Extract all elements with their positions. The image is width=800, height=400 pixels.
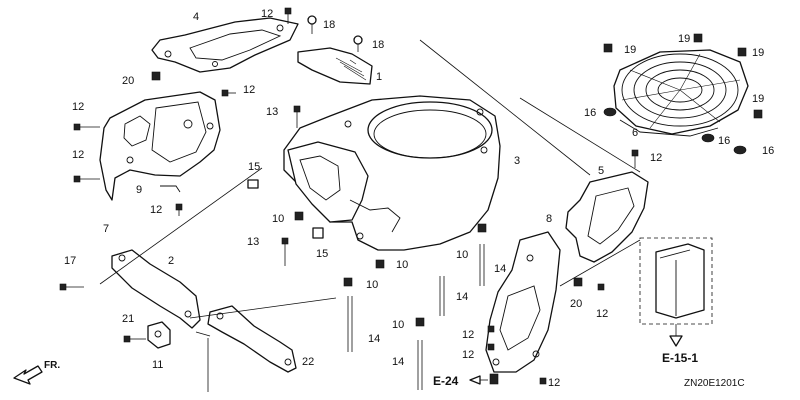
callout-12: 12 bbox=[72, 149, 84, 161]
part-7-left-shroud bbox=[99, 91, 221, 201]
callout-14: 14 bbox=[456, 291, 468, 303]
front-direction-label: FR. bbox=[44, 360, 60, 371]
e24-reference-label: E-24 bbox=[433, 374, 459, 388]
e15-1-reference-box bbox=[639, 237, 713, 347]
callout-18: 18 bbox=[372, 39, 384, 51]
callout-8: 8 bbox=[546, 213, 552, 225]
callout-6: 6 bbox=[632, 127, 638, 139]
callout-19: 19 bbox=[678, 33, 690, 45]
front-direction-arrow: FR. bbox=[13, 360, 60, 385]
callout-22: 22 bbox=[302, 356, 314, 368]
callout-4: 4 bbox=[193, 11, 199, 23]
diagram-code: ZN20E1201C bbox=[684, 378, 745, 389]
callout-12: 12 bbox=[596, 308, 608, 320]
callout-11: 11 bbox=[152, 359, 163, 371]
callout-14: 14 bbox=[368, 333, 380, 345]
callout-12: 12 bbox=[72, 101, 84, 113]
callout-12: 12 bbox=[462, 329, 474, 341]
callout-13: 13 bbox=[266, 106, 278, 118]
leader-lines bbox=[99, 39, 641, 392]
callout-12: 12 bbox=[261, 8, 273, 20]
e24-reference: E-24 bbox=[433, 374, 488, 388]
part-11-clip bbox=[147, 321, 171, 349]
callout-19: 19 bbox=[752, 93, 764, 105]
callout-12: 12 bbox=[462, 349, 474, 361]
part-8-bracket bbox=[485, 231, 561, 373]
callout-5: 5 bbox=[598, 165, 604, 177]
part-6-fan-screen bbox=[613, 49, 749, 137]
callout-7: 7 bbox=[103, 223, 109, 235]
callout-10: 10 bbox=[272, 213, 284, 225]
callout-21: 21 bbox=[122, 313, 134, 325]
callout-17: 17 bbox=[64, 255, 76, 267]
callout-14: 14 bbox=[392, 356, 404, 368]
callout-10: 10 bbox=[366, 279, 378, 291]
part-5-side-bracket bbox=[565, 171, 649, 263]
callout-10: 10 bbox=[456, 249, 468, 261]
callout-10: 10 bbox=[396, 259, 408, 271]
part-3-fan-shroud bbox=[283, 95, 501, 251]
fasteners bbox=[59, 7, 763, 390]
callout-labels: 4 12 18 18 1 20 12 12 13 12 15 3 9 12 7 … bbox=[64, 8, 774, 389]
callout-16: 16 bbox=[584, 107, 596, 119]
callout-9: 9 bbox=[136, 184, 142, 196]
part-4-cover-plate bbox=[151, 17, 299, 73]
callout-16: 16 bbox=[762, 145, 774, 157]
callout-12: 12 bbox=[548, 377, 560, 389]
callout-19: 19 bbox=[752, 47, 764, 59]
callout-15: 15 bbox=[316, 248, 328, 260]
callout-3: 3 bbox=[514, 155, 520, 167]
e15-1-reference-label: E-15-1 bbox=[662, 351, 698, 365]
callout-14: 14 bbox=[494, 263, 506, 275]
callout-20: 20 bbox=[570, 298, 582, 310]
part-2-lower-plate bbox=[111, 249, 201, 329]
callout-15: 15 bbox=[248, 161, 260, 173]
callout-16: 16 bbox=[718, 135, 730, 147]
callout-19: 19 bbox=[624, 44, 636, 56]
part-1-small-cover bbox=[297, 47, 373, 85]
callout-20: 20 bbox=[122, 75, 134, 87]
callout-12: 12 bbox=[150, 204, 162, 216]
callout-10: 10 bbox=[392, 319, 404, 331]
callout-1: 1 bbox=[376, 71, 382, 83]
callout-12: 12 bbox=[243, 84, 255, 96]
callout-12: 12 bbox=[650, 152, 662, 164]
part-22-lower-bracket bbox=[207, 305, 297, 373]
callout-2: 2 bbox=[168, 255, 174, 267]
callout-18: 18 bbox=[323, 19, 335, 31]
callout-13: 13 bbox=[247, 236, 259, 248]
